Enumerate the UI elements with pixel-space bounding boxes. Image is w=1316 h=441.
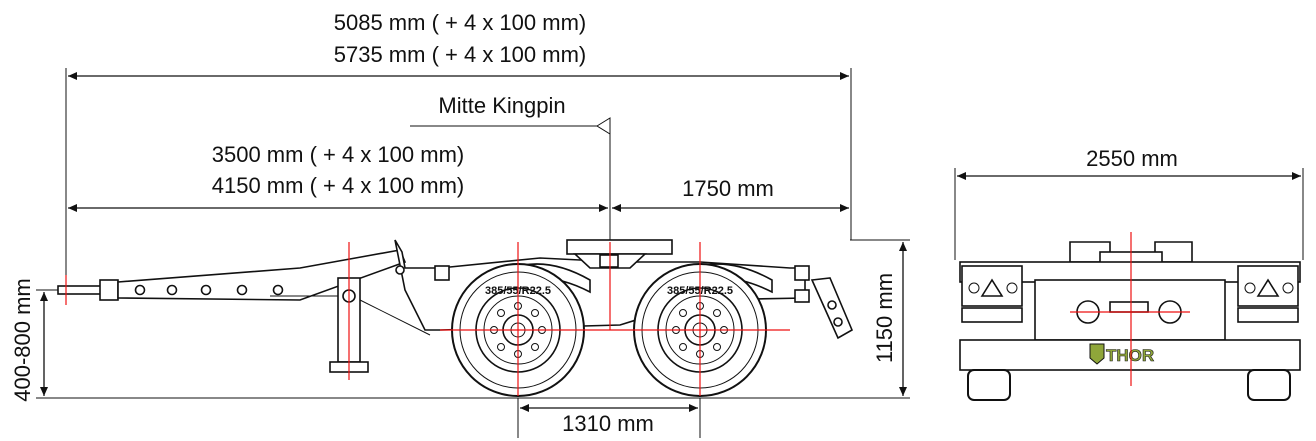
rear-view-centerlines — [1070, 232, 1190, 386]
drawbar-height-label: 400-800 mm — [10, 278, 35, 402]
rear-view-dolly: THOR — [959, 232, 1301, 401]
rear-overhang-label: 1750 mm — [682, 176, 774, 201]
brand-logo-text: THOR — [1106, 346, 1154, 365]
thor-logo: THOR — [1089, 343, 1154, 365]
drawbar — [57, 249, 407, 301]
side-view-dolly: 385/55/R22.5 385/55/R22.5 — [57, 239, 854, 397]
width-label: 2550 mm — [1086, 146, 1178, 171]
height-dimension — [850, 239, 910, 396]
overall-length-label-2: 5735 mm ( + 4 x 100 mm) — [334, 42, 586, 67]
overall-length-label-1: 5085 mm ( + 4 x 100 mm) — [334, 10, 586, 35]
rear-bracket — [810, 277, 854, 340]
drawbar-height-dimension — [36, 289, 66, 396]
axle-spacing-label: 1310 mm — [562, 411, 654, 436]
axle-spacing-dimension — [517, 398, 701, 438]
kingpin-center-label: Mitte Kingpin — [438, 93, 565, 118]
height-label: 1150 mm — [872, 273, 897, 363]
kingpin-distance-label-2: 4150 mm ( + 4 x 100 mm) — [212, 173, 464, 198]
width-dimension — [954, 168, 1304, 260]
kingpin-distance-label-1: 3500 mm ( + 4 x 100 mm) — [212, 142, 464, 167]
side-view-centerlines — [65, 242, 790, 396]
kingpin-marker — [410, 117, 611, 240]
overall-length-dimension — [65, 68, 852, 290]
